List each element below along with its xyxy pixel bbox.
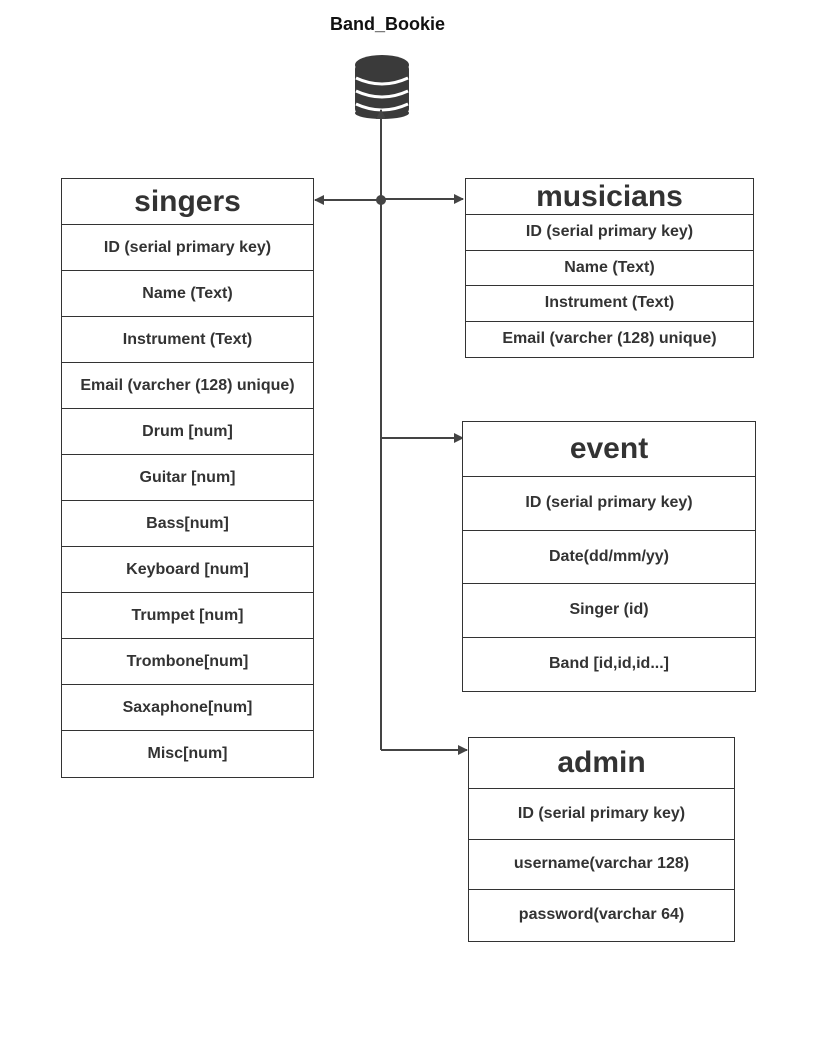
- field-row: ID (serial primary key): [463, 477, 755, 531]
- field-row: password(varchar 64): [518, 906, 685, 924]
- field-row: Instrument (Text): [62, 317, 313, 363]
- entity-title: event: [463, 422, 755, 477]
- field-row: Keyboard [num]: [62, 547, 313, 593]
- field-row: Guitar [num]: [62, 455, 313, 501]
- entity-admin: admin ID (serial primary key) username(v…: [468, 737, 735, 942]
- entity-title: singers: [62, 179, 313, 225]
- field-row: Trumpet [num]: [62, 593, 313, 639]
- field-row: Misc[num]: [147, 745, 228, 762]
- field-row: Instrument (Text): [466, 286, 753, 322]
- field-row: Singer (id): [463, 584, 755, 638]
- diagram-title: Band_Bookie: [329, 14, 446, 34]
- field-row: username(varchar 128): [469, 840, 734, 890]
- field-row: Drum [num]: [62, 409, 313, 455]
- field-row: Email (varcher (128) unique): [62, 363, 313, 409]
- field-row: ID (serial primary key): [469, 789, 734, 840]
- entity-event: event ID (serial primary key) Date(dd/mm…: [462, 421, 756, 692]
- field-row: Saxaphone[num]: [62, 685, 313, 731]
- field-row: Band [id,id,id...]: [549, 655, 669, 673]
- entity-title: admin: [469, 738, 734, 789]
- field-row: Name (Text): [62, 271, 313, 317]
- field-row: ID (serial primary key): [466, 215, 753, 251]
- field-row: Name (Text): [466, 251, 753, 286]
- field-row: Date(dd/mm/yy): [463, 531, 755, 584]
- field-row: Trombone[num]: [62, 639, 313, 685]
- field-row: ID (serial primary key): [62, 225, 313, 271]
- database-icon: [355, 55, 409, 119]
- entity-musicians: musicians ID (serial primary key) Name (…: [465, 178, 754, 358]
- field-row: Bass[num]: [62, 501, 313, 547]
- entity-singers: singers ID (serial primary key) Name (Te…: [61, 178, 314, 778]
- entity-title: musicians: [466, 179, 753, 215]
- field-row: Email (varcher (128) unique): [502, 330, 717, 348]
